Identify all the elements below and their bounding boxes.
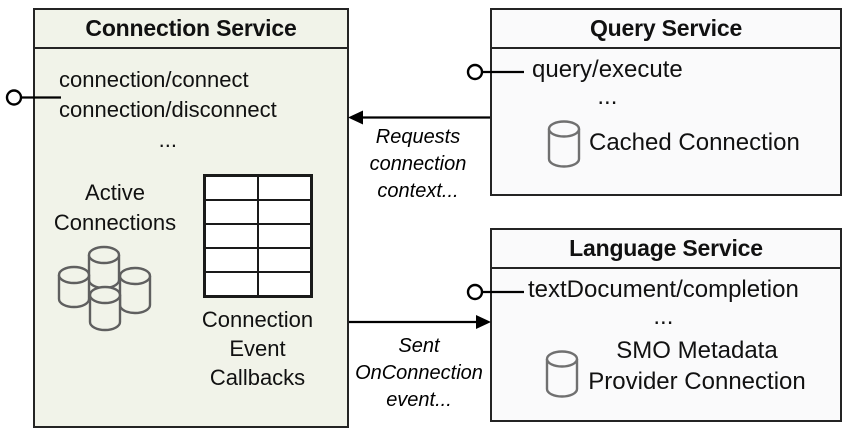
smo-metadata-provider-connection-label: SMO Metadata Provider Connection xyxy=(588,337,806,395)
methods-ellipsis: ... xyxy=(597,83,618,110)
methods-ellipsis: ... xyxy=(653,303,674,330)
sent-onconnection-event-label: Sent OnConnection event... xyxy=(355,335,483,411)
sent-onconnection-event-arrow xyxy=(349,315,491,329)
connection-service-methods: connection/connect connection/disconnect… xyxy=(59,65,277,155)
database-cylinder-icon xyxy=(547,120,581,168)
connection-event-callbacks-label: Connection Event Callbacks xyxy=(201,307,314,390)
query-service-title: Query Service xyxy=(589,15,743,41)
database-cylinder-icon xyxy=(545,350,579,398)
method-query-execute: query/execute xyxy=(532,56,683,83)
cached-connection-label: Cached Connection xyxy=(589,129,800,156)
query-service-methods: query/execute ... xyxy=(532,56,683,110)
requests-connection-context-label: Requests connection context... xyxy=(369,126,467,202)
requests-connection-context-arrow xyxy=(348,110,490,125)
database-cylinder-cluster-icon xyxy=(57,245,152,332)
language-service-methods: textDocument/completion ... xyxy=(528,276,799,330)
method-textdocument-completion: textDocument/completion xyxy=(528,276,799,303)
language-service-box: Language Service textDocument/completion… xyxy=(490,228,842,422)
method-connection-connect: connection/connect xyxy=(59,67,249,92)
query-service-header: Query Service xyxy=(492,10,840,49)
connection-table-grid-icon xyxy=(203,174,313,298)
language-service-title: Language Service xyxy=(569,235,763,261)
methods-ellipsis: ... xyxy=(158,127,178,152)
method-connection-disconnect: connection/disconnect xyxy=(59,97,277,122)
language-service-header: Language Service xyxy=(492,230,840,269)
connection-service-title: Connection Service xyxy=(85,15,297,41)
connection-service-box: Connection Service connection/connect co… xyxy=(33,8,349,428)
active-connections-label: Active Connections xyxy=(53,180,177,235)
connection-service-header: Connection Service xyxy=(35,10,347,49)
query-service-box: Query Service query/execute ... Cached C… xyxy=(490,8,842,196)
